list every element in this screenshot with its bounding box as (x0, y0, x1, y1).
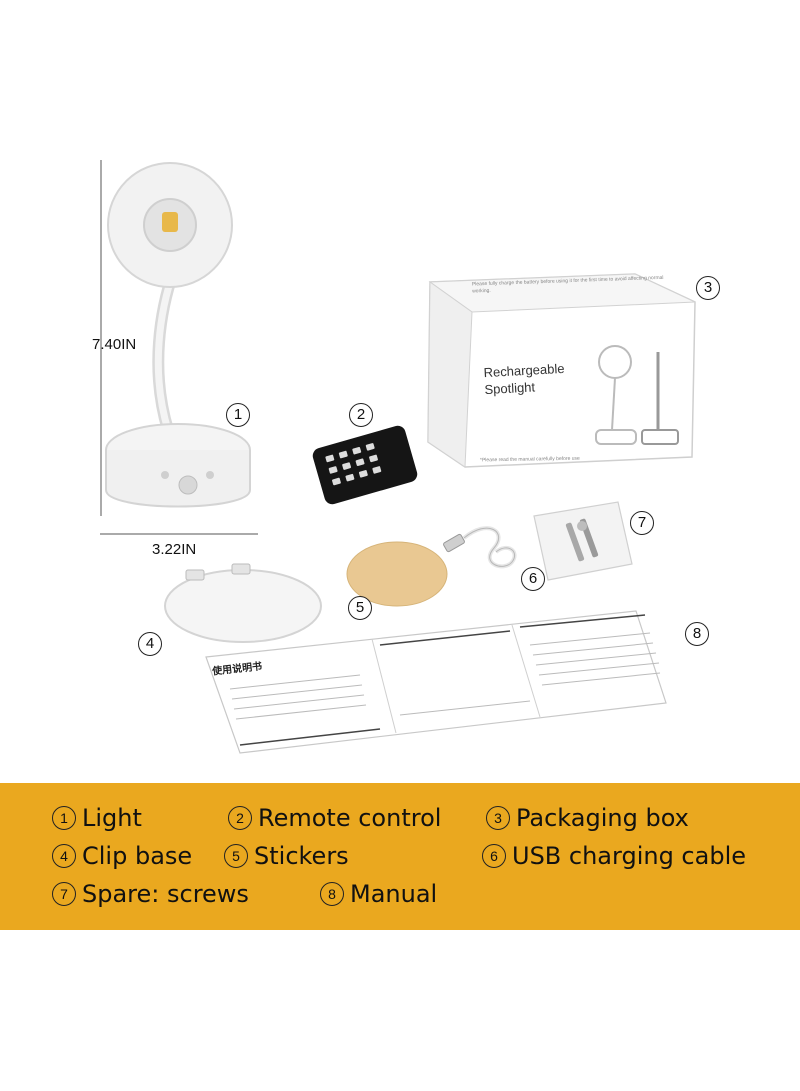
callout-1: 1 (226, 403, 250, 427)
width-dimension-line (100, 533, 258, 535)
legend-item-packaging-box: 3 Packaging box (486, 804, 689, 832)
callout-8: 8 (685, 622, 709, 646)
legend-label: Spare: screws (82, 880, 249, 908)
legend-item-usb-charging-cable: 6 USB charging cable (482, 842, 746, 870)
callout-2: 2 (349, 403, 373, 427)
legend-number: 2 (228, 806, 252, 830)
legend-band (0, 783, 800, 930)
sticker-image (346, 541, 448, 607)
legend-label: USB charging cable (512, 842, 746, 870)
legend-number: 8 (320, 882, 344, 906)
legend-label: Clip base (82, 842, 193, 870)
legend-number: 5 (224, 844, 248, 868)
height-dimension-line (100, 160, 102, 516)
legend-item-stickers: 5 Stickers (224, 842, 349, 870)
legend-number: 4 (52, 844, 76, 868)
legend-item-clip-base: 4 Clip base (52, 842, 192, 870)
legend-item-spare-screws: 7 Spare: screws (52, 880, 249, 908)
legend-number: 3 (486, 806, 510, 830)
legend-item-light: 1 Light (52, 804, 142, 832)
callout-6: 6 (521, 567, 545, 591)
legend-number: 7 (52, 882, 76, 906)
callout-4: 4 (138, 632, 162, 656)
remote-image (312, 425, 418, 505)
legend-label: Remote control (258, 804, 442, 832)
usb-cable-image (443, 526, 517, 569)
callout-5: 5 (348, 596, 372, 620)
lamp-image (105, 162, 251, 508)
box-title: Rechargeable Spotlight (483, 360, 566, 398)
height-label: 7.40IN (92, 336, 137, 353)
callout-3: 3 (696, 276, 720, 300)
legend-label: Packaging box (516, 804, 689, 832)
manual-image (205, 610, 667, 754)
clip-base-image (164, 563, 322, 643)
legend-label: Light (82, 804, 142, 832)
legend-number: 6 (482, 844, 506, 868)
legend-label: Stickers (254, 842, 349, 870)
width-label: 3.22IN (152, 541, 197, 558)
packaging-box-image (427, 273, 696, 468)
legend-label: Manual (350, 880, 438, 908)
legend-number: 1 (52, 806, 76, 830)
legend-item-manual: 8 Manual (320, 880, 437, 908)
screws-bag-image (533, 501, 633, 581)
legend-item-remote-control: 2 Remote control (228, 804, 441, 832)
callout-7: 7 (630, 511, 654, 535)
